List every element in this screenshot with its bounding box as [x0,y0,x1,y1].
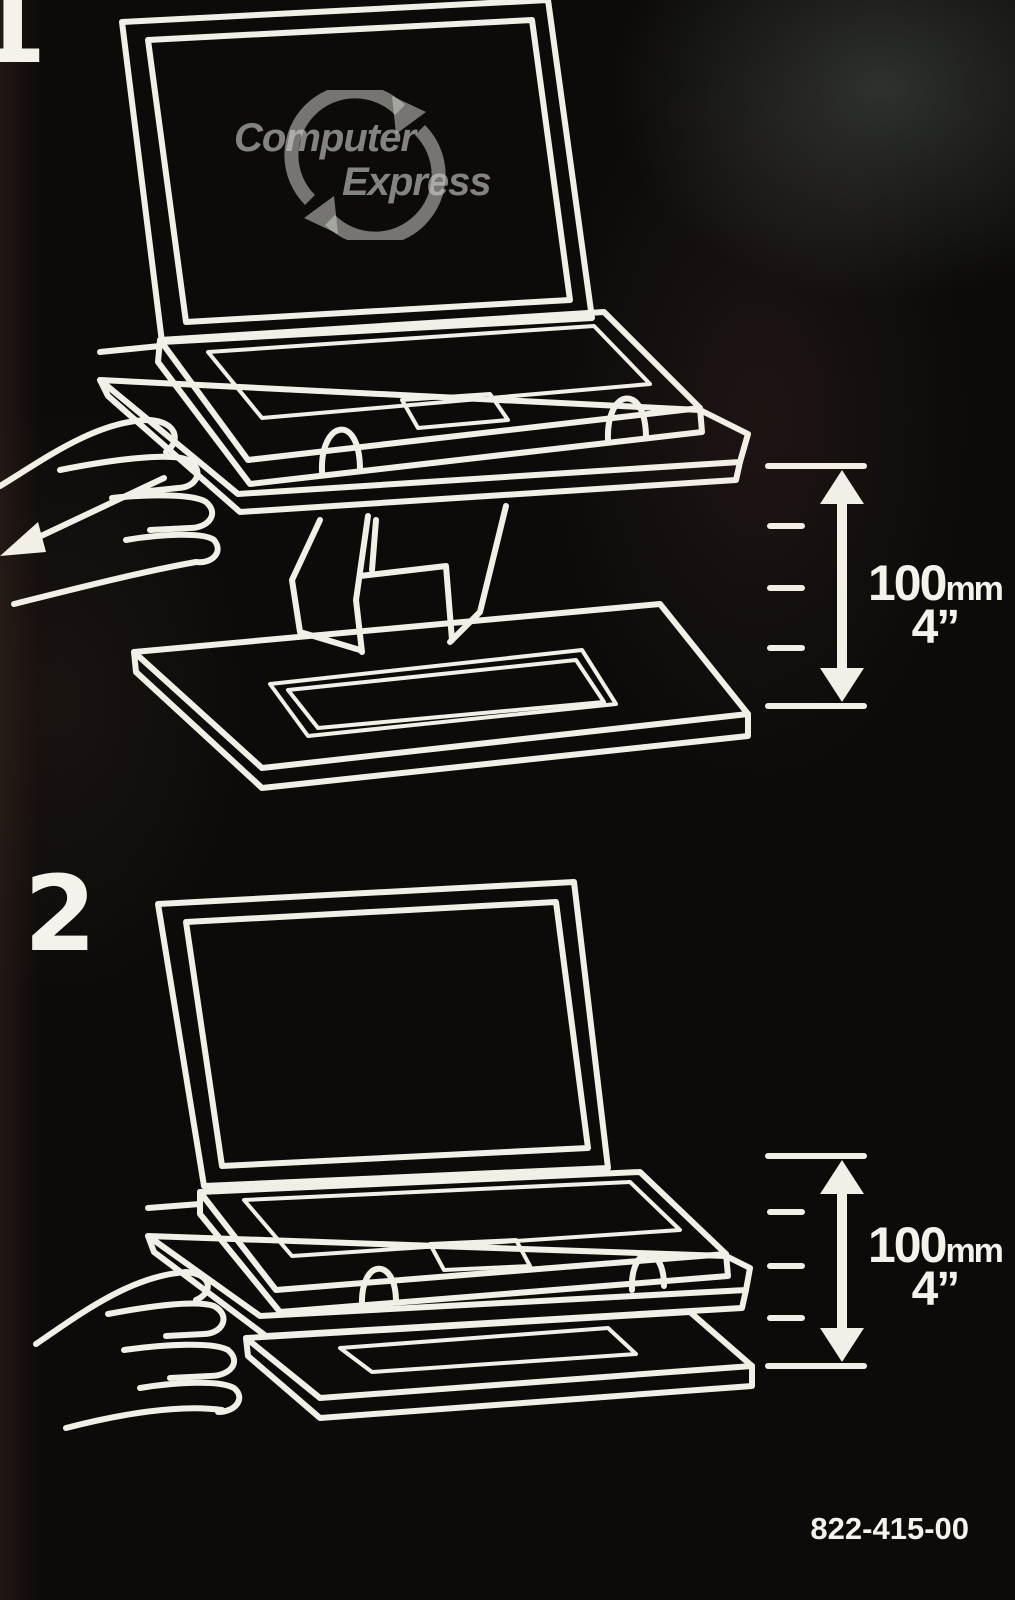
double-arrow-icon [765,463,867,709]
step-2-illustration [33,879,867,1431]
step-number: 1 [0,0,47,87]
watermark-line2: Express [342,160,492,204]
hand-illustration [33,1269,243,1431]
stand-base-illustration [131,601,751,791]
refresh-arrows-icon [284,90,446,240]
step-1-illustration [0,0,867,791]
height-measurement-label: 100mm 4” [868,1220,1004,1316]
part-code: 822-415-00 [810,1511,969,1546]
metric-unit: mm [945,1232,1003,1270]
metric-value: 100 [868,555,947,611]
height-measurement-label: 100mm 4” [868,558,1004,654]
imperial-value: 4” [911,1263,961,1316]
watermark-line1: Computer [234,116,416,160]
computer-express-watermark: Computer Express [220,90,492,240]
metric-value: 100 [868,1217,947,1273]
stand-column-illustration [289,503,509,655]
pull-arrow-icon [0,475,167,556]
stand-base-illustration [243,1309,755,1421]
stand-tray-illustration [97,343,751,515]
hand-illustration [0,417,221,607]
metric-unit: mm [945,570,1003,608]
imperial-value: 4” [911,601,961,654]
double-arrow-icon [765,1153,867,1369]
step-number: 2 [24,853,97,975]
